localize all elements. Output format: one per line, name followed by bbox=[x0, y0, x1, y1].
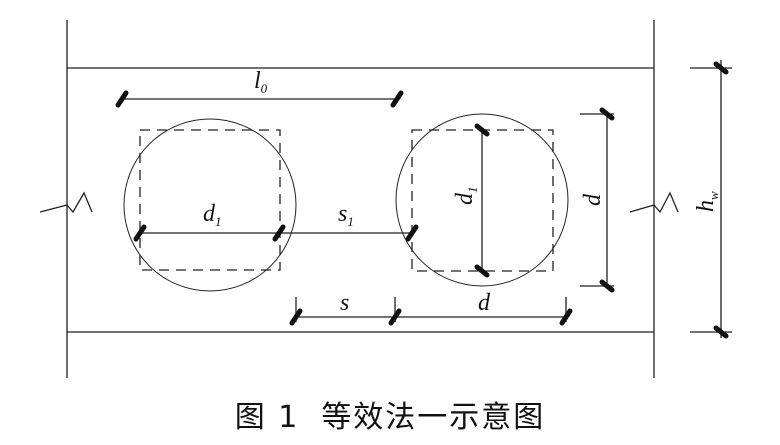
left-opening-circle bbox=[123, 118, 297, 292]
left-break-symbol bbox=[39, 191, 93, 214]
tick-s-mid bbox=[388, 308, 402, 326]
tick-d1v-top bbox=[474, 123, 490, 137]
figure-title: 等效法一示意图 bbox=[321, 400, 546, 435]
tick-hw-bottom bbox=[713, 325, 729, 339]
figure-caption: 图 1 等效法一示意图 bbox=[0, 392, 780, 436]
tick-s1-right bbox=[405, 224, 419, 242]
label-s-bottom: s bbox=[340, 290, 349, 316]
tick-d-bottom bbox=[599, 279, 615, 293]
label-hw: hw bbox=[693, 191, 721, 212]
label-d-bottom: d bbox=[478, 290, 491, 316]
tick-d-top bbox=[599, 107, 615, 121]
right-opening-circle bbox=[395, 113, 569, 287]
tick-s-left bbox=[289, 308, 303, 326]
tick-d1v-bottom bbox=[474, 264, 490, 278]
label-s1: s1 bbox=[338, 201, 354, 229]
left-equivalent-square bbox=[139, 129, 281, 271]
label-d1-right: d1 bbox=[452, 187, 480, 206]
tick-hw-top bbox=[713, 61, 729, 75]
figure-number: 图 1 bbox=[234, 400, 300, 435]
tick-d1-right bbox=[272, 224, 286, 242]
label-d1-left: d1 bbox=[203, 201, 222, 229]
right-break-symbol bbox=[629, 191, 679, 214]
label-l0: l0 bbox=[254, 68, 268, 96]
tick-l0-left bbox=[115, 90, 129, 108]
label-d-right: d bbox=[580, 193, 606, 206]
tick-d1-left bbox=[133, 224, 147, 242]
tick-l0-right bbox=[390, 90, 404, 108]
tick-d-right bbox=[559, 308, 573, 326]
